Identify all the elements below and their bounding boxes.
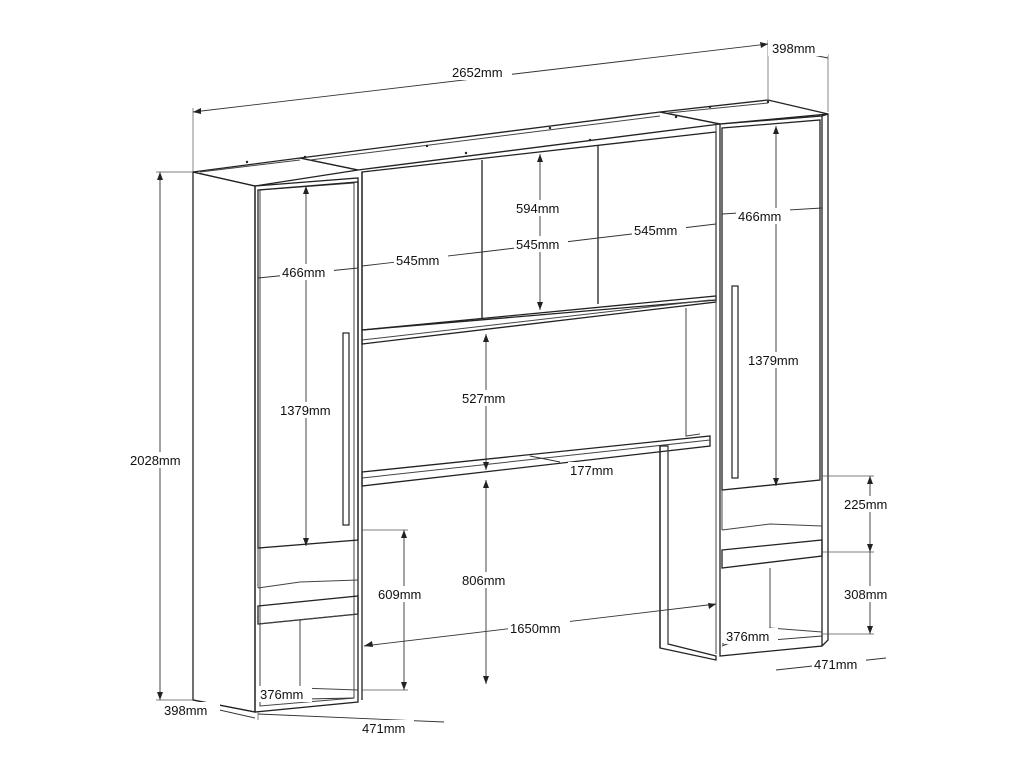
dimension-labels: 2652mm 398mm 2028mm 398mm 466mm 1379mm 5… — [128, 40, 896, 736]
left-drawer — [257, 595, 359, 625]
label-cabinet-door-2: 545mm — [516, 237, 559, 252]
label-cabinet-door-1: 545mm — [396, 253, 439, 268]
bridge-shelf — [361, 435, 711, 487]
label-right-door-height: 1379mm — [748, 353, 799, 368]
arrow-heads — [157, 42, 873, 700]
left-door-handle — [342, 332, 350, 526]
label-right-lower-opening: 308mm — [844, 587, 887, 602]
label-left-column-width: 466mm — [282, 265, 325, 280]
bridge-cabinet-top — [299, 111, 721, 171]
left-column-side — [192, 171, 256, 713]
label-cabinet-height: 594mm — [516, 201, 559, 216]
label-bridge-gap: 527mm — [462, 391, 505, 406]
right-door-handle — [731, 285, 739, 479]
right-drawer — [721, 539, 823, 569]
label-right-drawer: 225mm — [844, 497, 887, 512]
label-right-base-inner: 376mm — [726, 629, 769, 644]
label-inner-span: 1650mm — [510, 621, 561, 636]
left-column-top — [192, 157, 359, 187]
label-left-lower-opening: 609mm — [378, 587, 421, 602]
label-floor-to-shelf: 806mm — [462, 573, 505, 588]
right-door — [721, 119, 821, 491]
label-left-base-outer: 471mm — [362, 721, 405, 736]
label-depth-bottom-left: 398mm — [164, 703, 207, 718]
label-depth-top: 398mm — [772, 41, 815, 56]
left-column-front — [254, 177, 359, 713]
label-height: 2028mm — [130, 453, 181, 468]
label-left-base-inner: 376mm — [260, 687, 303, 702]
left-door — [257, 181, 359, 549]
dimension-lines — [156, 40, 887, 723]
label-total-width: 2652mm — [452, 65, 503, 80]
label-left-door-height: 1379mm — [280, 403, 331, 418]
label-shelf-depth: 177mm — [570, 463, 613, 478]
right-column-top — [659, 99, 829, 125]
label-cabinet-door-3: 545mm — [634, 223, 677, 238]
label-right-column-width: 466mm — [738, 209, 781, 224]
label-right-base-outer: 471mm — [814, 657, 857, 672]
